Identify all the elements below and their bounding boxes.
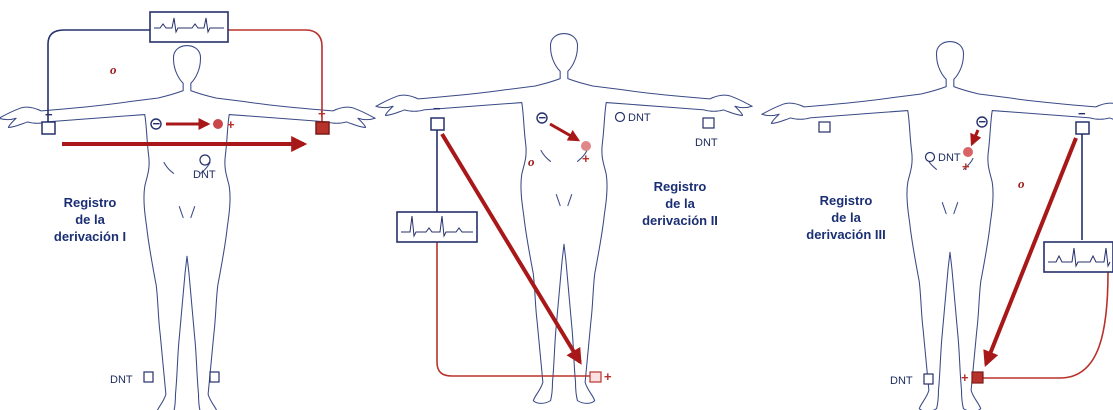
body-outline-1	[0, 46, 375, 410]
electrode-right-leg-3	[924, 374, 933, 384]
title-line-3-1: derivación I	[54, 229, 126, 244]
title-line-2-1: de la	[75, 212, 105, 227]
origin-label-1: o	[110, 62, 117, 77]
electrode-left-arm-1	[316, 122, 329, 134]
minus-arm-3: −	[1078, 106, 1086, 121]
electrode-right-leg-1	[144, 372, 153, 382]
title-line-3-2: derivación II	[642, 213, 718, 228]
electrode-left-arm-3	[1076, 122, 1089, 134]
positive-pole-3	[963, 147, 973, 157]
dnt-chest-marker-2	[616, 113, 625, 122]
plus-leg-2: +	[604, 369, 612, 384]
plus-chest-1: +	[227, 117, 235, 132]
dipole-vector-3	[972, 130, 978, 144]
title-line-1-2: Registro	[654, 179, 707, 194]
dnt-chest-marker-1	[200, 155, 210, 165]
electrode-left-arm-2	[703, 118, 714, 128]
origin-label-2: o	[528, 154, 535, 169]
dnt-chest-label-2: DNT	[628, 112, 651, 124]
minus-arm-1: −	[45, 107, 53, 122]
title-line-2-2: de la	[665, 196, 695, 211]
positive-pole-2	[581, 141, 591, 151]
dipole-vector-2	[550, 124, 578, 140]
panel-lead-3: + − + DNT − o DNT Registro de la derivac…	[762, 42, 1113, 410]
electrode-right-arm-3	[819, 122, 830, 132]
electrode-left-leg-1	[210, 372, 219, 382]
negative-pole-sign-3: −	[979, 114, 987, 129]
title-line-1-3: Registro	[820, 193, 873, 208]
negative-pole-sign-1: −	[153, 116, 161, 131]
title-line-2-3: de la	[831, 210, 861, 225]
ecg-monitor-3	[1044, 242, 1113, 272]
dnt-chest-label-3: DNT	[938, 152, 961, 164]
plus-chest-2: +	[582, 151, 590, 166]
title-line-1-1: Registro	[64, 195, 117, 210]
electrode-left-leg-3	[972, 372, 983, 383]
dnt-chest-marker-3	[926, 153, 935, 162]
plus-chest-3: +	[962, 159, 970, 174]
positive-wire-3	[980, 272, 1108, 378]
title-line-3-3: derivación III	[806, 227, 885, 242]
origin-label-3: o	[1018, 176, 1025, 191]
positive-wire-1	[228, 30, 322, 124]
body-outline-3	[762, 42, 1113, 410]
plus-arm-1: +	[318, 106, 326, 121]
dnt-leg-label-1: DNT	[110, 374, 133, 386]
dnt-chest-label-1: DNT	[193, 169, 216, 181]
positive-pole-1	[213, 119, 223, 129]
panel-lead-2: + − + DNT DNT − o Registro de la derivac…	[376, 34, 752, 404]
plus-leg-3: +	[961, 370, 969, 385]
negative-wire-1	[48, 30, 152, 124]
electrode-right-arm-1	[42, 122, 55, 134]
ecg-monitor-2	[397, 212, 477, 242]
electrode-right-arm-2	[431, 118, 444, 130]
dnt-leg-label-3: DNT	[890, 375, 913, 387]
minus-arm-2: −	[433, 101, 441, 116]
electrode-left-leg-2	[590, 372, 601, 382]
dnt-arm-label-2: DNT	[695, 137, 718, 149]
ecg-monitor-1	[150, 12, 228, 42]
lead-vector-2	[442, 134, 580, 362]
panel-lead-1: − + DNT − + o DNT Registro de la derivac…	[0, 12, 375, 410]
negative-pole-sign-2: −	[539, 110, 547, 125]
